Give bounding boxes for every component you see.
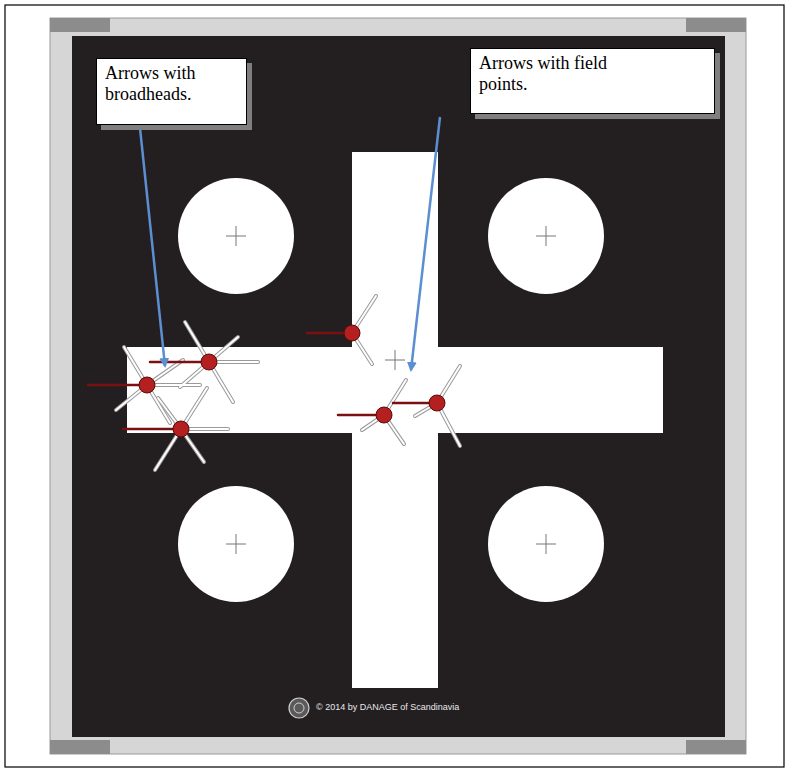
target-spot — [488, 486, 604, 602]
target-spot — [488, 178, 604, 294]
arrow-nock — [139, 325, 445, 437]
fletching — [116, 296, 460, 470]
target-face — [72, 36, 725, 737]
aim-cross — [226, 226, 556, 554]
leader-arrow — [140, 117, 440, 370]
frame-strip — [50, 18, 110, 32]
arrow-shaft — [88, 333, 437, 429]
fletching-outline — [116, 296, 460, 470]
frame-strip — [50, 740, 110, 754]
callout-box: Arrows with broadheads. — [96, 58, 247, 125]
callout-text: Arrows with field points. — [479, 53, 644, 94]
cross-bar — [127, 347, 663, 433]
copyright-note: © 2014 by DANAGE of Scandinavia — [316, 702, 459, 712]
maker-logo — [289, 698, 309, 718]
page-border — [5, 5, 784, 767]
target-spot — [178, 178, 294, 294]
target-spot — [178, 486, 294, 602]
callout-text: Arrows with broadheads. — [105, 63, 238, 104]
frame-strip — [686, 18, 746, 32]
frame-strip — [686, 740, 746, 754]
target-frame — [50, 18, 746, 754]
callout-box: Arrows with field points. — [470, 48, 715, 114]
